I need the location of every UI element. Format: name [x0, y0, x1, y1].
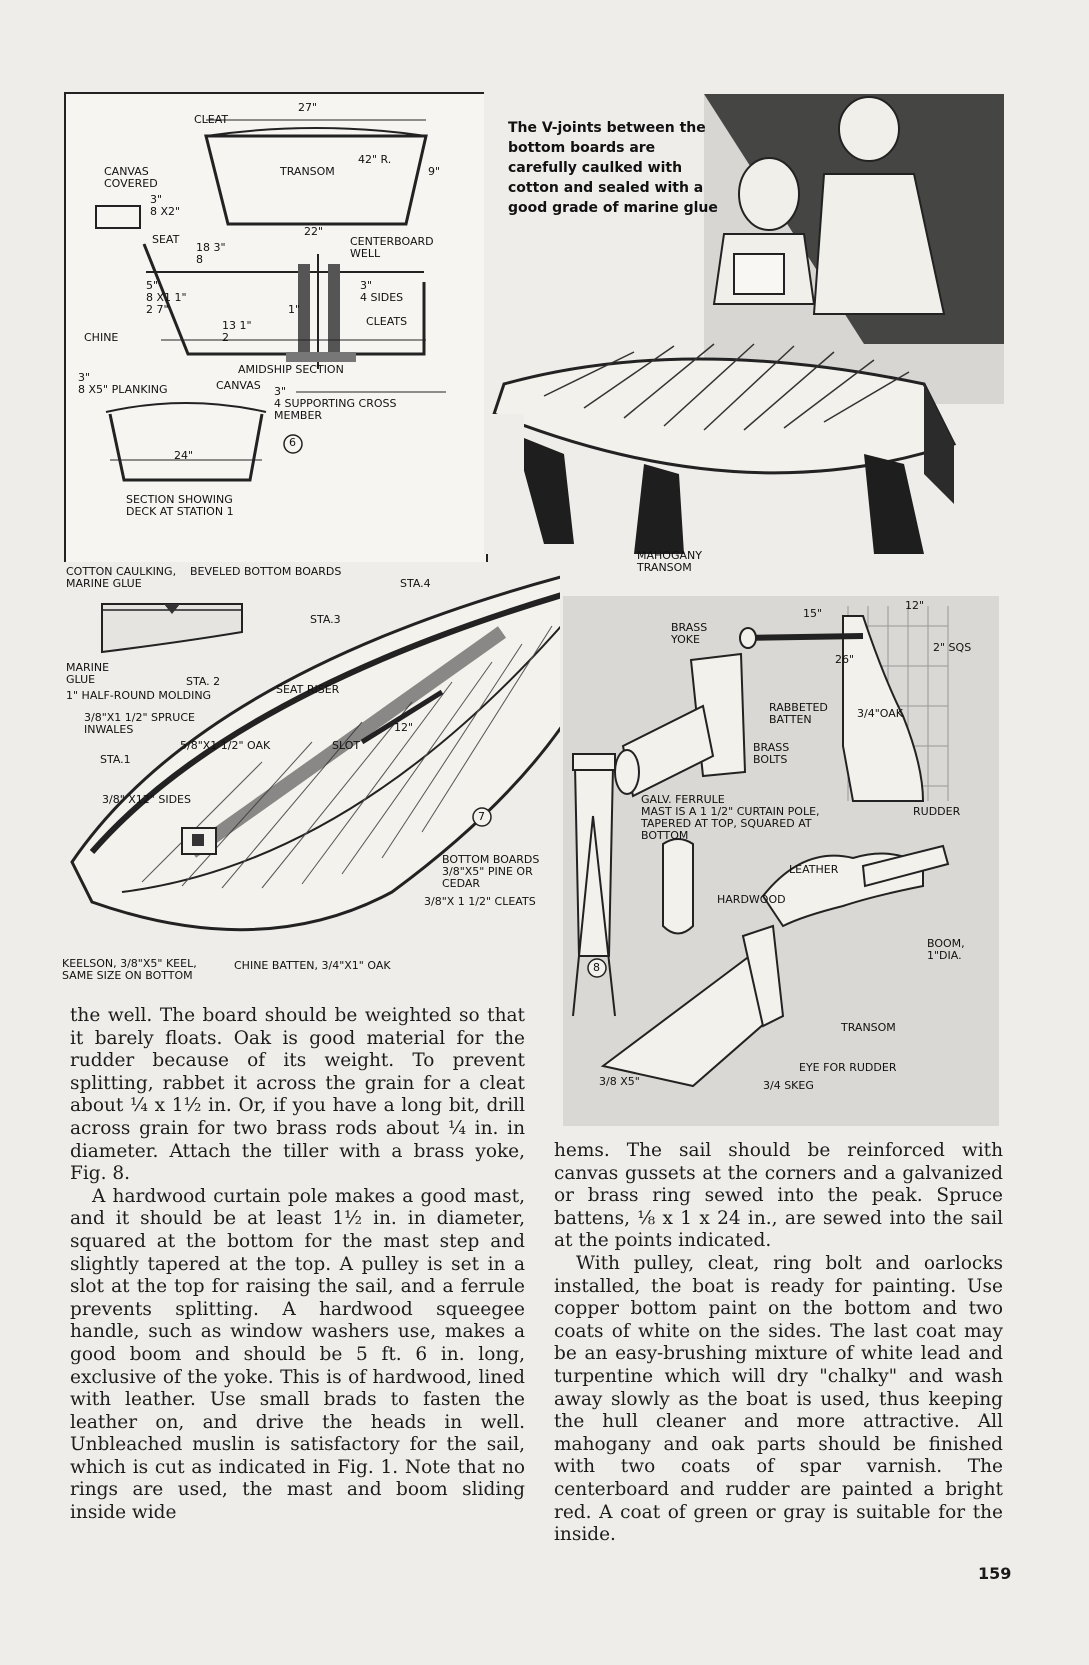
label-seat: SEAT — [152, 233, 180, 246]
label-transom: TRANSOM — [280, 165, 335, 178]
label-sta3: STA.3 — [310, 613, 341, 626]
boat-isometric-drawing — [70, 575, 560, 932]
photo-boat-hull-workers — [484, 84, 1004, 554]
hardware-drawing — [572, 606, 950, 1088]
label-eye-for-rudder: EYE FOR RUDDER — [799, 1061, 897, 1074]
label-width-27: 27" — [298, 101, 318, 114]
label-height-9: 9" — [428, 165, 441, 178]
label-radius-42: 42" R. — [358, 153, 392, 166]
label-seat-riser: SEAT RISER — [276, 683, 340, 696]
label-width-15: 15" — [803, 607, 823, 620]
left-text-column: the well. The board should be weighted s… — [70, 1005, 525, 1525]
right-paragraph-2: With pulley, cleat, ring bolt and oarloc… — [554, 1252, 1003, 1546]
label-centerboard-well: CENTERBOARD WELL — [350, 235, 434, 260]
label-cleats: CLEATS — [366, 315, 408, 328]
label-keelson: KEELSON, 3/8"X5" KEEL, SAME SIZE ON BOTT… — [62, 957, 197, 982]
page-number: 159 — [978, 1564, 1012, 1583]
label-dim-38x2: 3" 8 X2" — [150, 193, 181, 218]
label-rudder: RUDDER — [913, 805, 961, 818]
label-cleat: CLEAT — [194, 113, 229, 126]
label-supporting-member: 3" 4 SUPPORTING CROSS MEMBER — [274, 385, 397, 422]
figure-6-amidship-section: CLEAT 27" TRANSOM 42" R. 9" CANVAS COVER… — [64, 92, 488, 564]
label-sta2: STA. 2 — [186, 675, 221, 688]
label-chine: CHINE — [84, 331, 119, 344]
right-paragraph-1: hems. The sail should be reinforced with… — [554, 1140, 1003, 1252]
label-rabbeted-batten: RABBETED BATTEN — [769, 701, 828, 726]
label-width-26: 26" — [835, 653, 855, 666]
label-dim-12: 12" — [394, 721, 414, 734]
amidship-section-drawing — [95, 119, 446, 482]
label-cleats: 3/8"X 1 1/2" CLEATS — [424, 895, 536, 908]
figure-8-hardware-details: MAHOGANY TRANSOM BRASS YOKE 15" 12" 2" S… — [563, 550, 999, 1126]
label-2-sqs: 2" SQS — [933, 641, 972, 654]
label-oak: 3/4"OAK — [857, 707, 903, 720]
photo-caption: The V-joints between the bottom boards a… — [508, 120, 718, 216]
label-sta1: STA.1 — [100, 753, 131, 766]
label-brass-bolts: BRASS BOLTS — [753, 741, 790, 766]
figure-6-number: 6 — [289, 436, 296, 449]
label-width-22: 22" — [304, 225, 324, 238]
label-hardwood: HARDWOOD — [717, 893, 786, 906]
label-oak: 5/8"X1 1/2" OAK — [180, 739, 271, 752]
label-beveled-boards: BEVELED BOTTOM BOARDS — [190, 565, 342, 578]
figure-7-number: 7 — [478, 810, 485, 823]
label-galv-ferrule: GALV. FERRULE MAST IS A 1 1/2" CURTAIN P… — [641, 793, 820, 842]
label-spruce-inwales: 3/8"X1 1/2" SPRUCE INWALES — [84, 711, 195, 736]
label-bottom-boards: BOTTOM BOARDS 3/8"X5" PINE OR CEDAR — [442, 853, 540, 890]
label-brass-yoke: BRASS YOKE — [671, 621, 708, 646]
label-slot: SLOT — [332, 739, 361, 752]
left-paragraph-1: the well. The board should be weighted s… — [70, 1005, 525, 1185]
right-text-column: hems. The sail should be reinforced with… — [554, 1140, 1003, 1547]
label-section-deck: SECTION SHOWING DECK AT STATION 1 — [126, 493, 234, 518]
label-dim-38x5: 3/8 X5" — [599, 1075, 640, 1088]
label-planking: 3" 8 X5" PLANKING — [78, 371, 168, 396]
label-cotton-caulking: COTTON CAULKING, MARINE GLUE — [66, 565, 177, 590]
label-mahogany-transom: MAHOGANY TRANSOM — [637, 549, 702, 574]
label-skeg: 3/4 SKEG — [763, 1079, 814, 1092]
label-dim-13: 13 1" 2 — [222, 319, 252, 344]
label-width-24: 24" — [174, 449, 194, 462]
label-half-round-molding: 1" HALF-ROUND MOLDING — [66, 689, 212, 702]
label-canvas: CANVAS — [216, 379, 261, 392]
label-boom: BOOM, 1"DIA. — [927, 937, 965, 962]
left-paragraph-2: A hardwood curtain pole makes a good mas… — [70, 1185, 525, 1524]
label-sides: 3" 4 SIDES — [360, 279, 404, 304]
label-leather: LEATHER — [789, 863, 839, 876]
label-transom: TRANSOM — [841, 1021, 896, 1034]
label-marine-glue: MARINE GLUE — [66, 661, 110, 686]
label-sides: 3/8" X12" SIDES — [102, 793, 191, 806]
label-chine-batten: CHINE BATTEN, 3/4"X1" OAK — [234, 959, 391, 972]
label-sta4: STA.4 — [400, 577, 431, 590]
label-riser-dim: 5" 8 X1 1" 2 7" — [146, 279, 187, 316]
label-canvas-covered: CANVAS COVERED — [104, 165, 158, 190]
label-one-inch: 1" — [288, 303, 301, 316]
boat-hull-illustration — [484, 94, 1004, 554]
label-amidship-section: AMIDSHIP SECTION — [238, 363, 344, 376]
label-dim-18: 18 3" 8 — [196, 241, 226, 266]
figure-7-boat-isometric: COTTON CAULKING, MARINE GLUE BEVELED BOT… — [62, 562, 560, 992]
figure-8-number: 8 — [593, 961, 600, 974]
label-width-12: 12" — [905, 599, 925, 612]
